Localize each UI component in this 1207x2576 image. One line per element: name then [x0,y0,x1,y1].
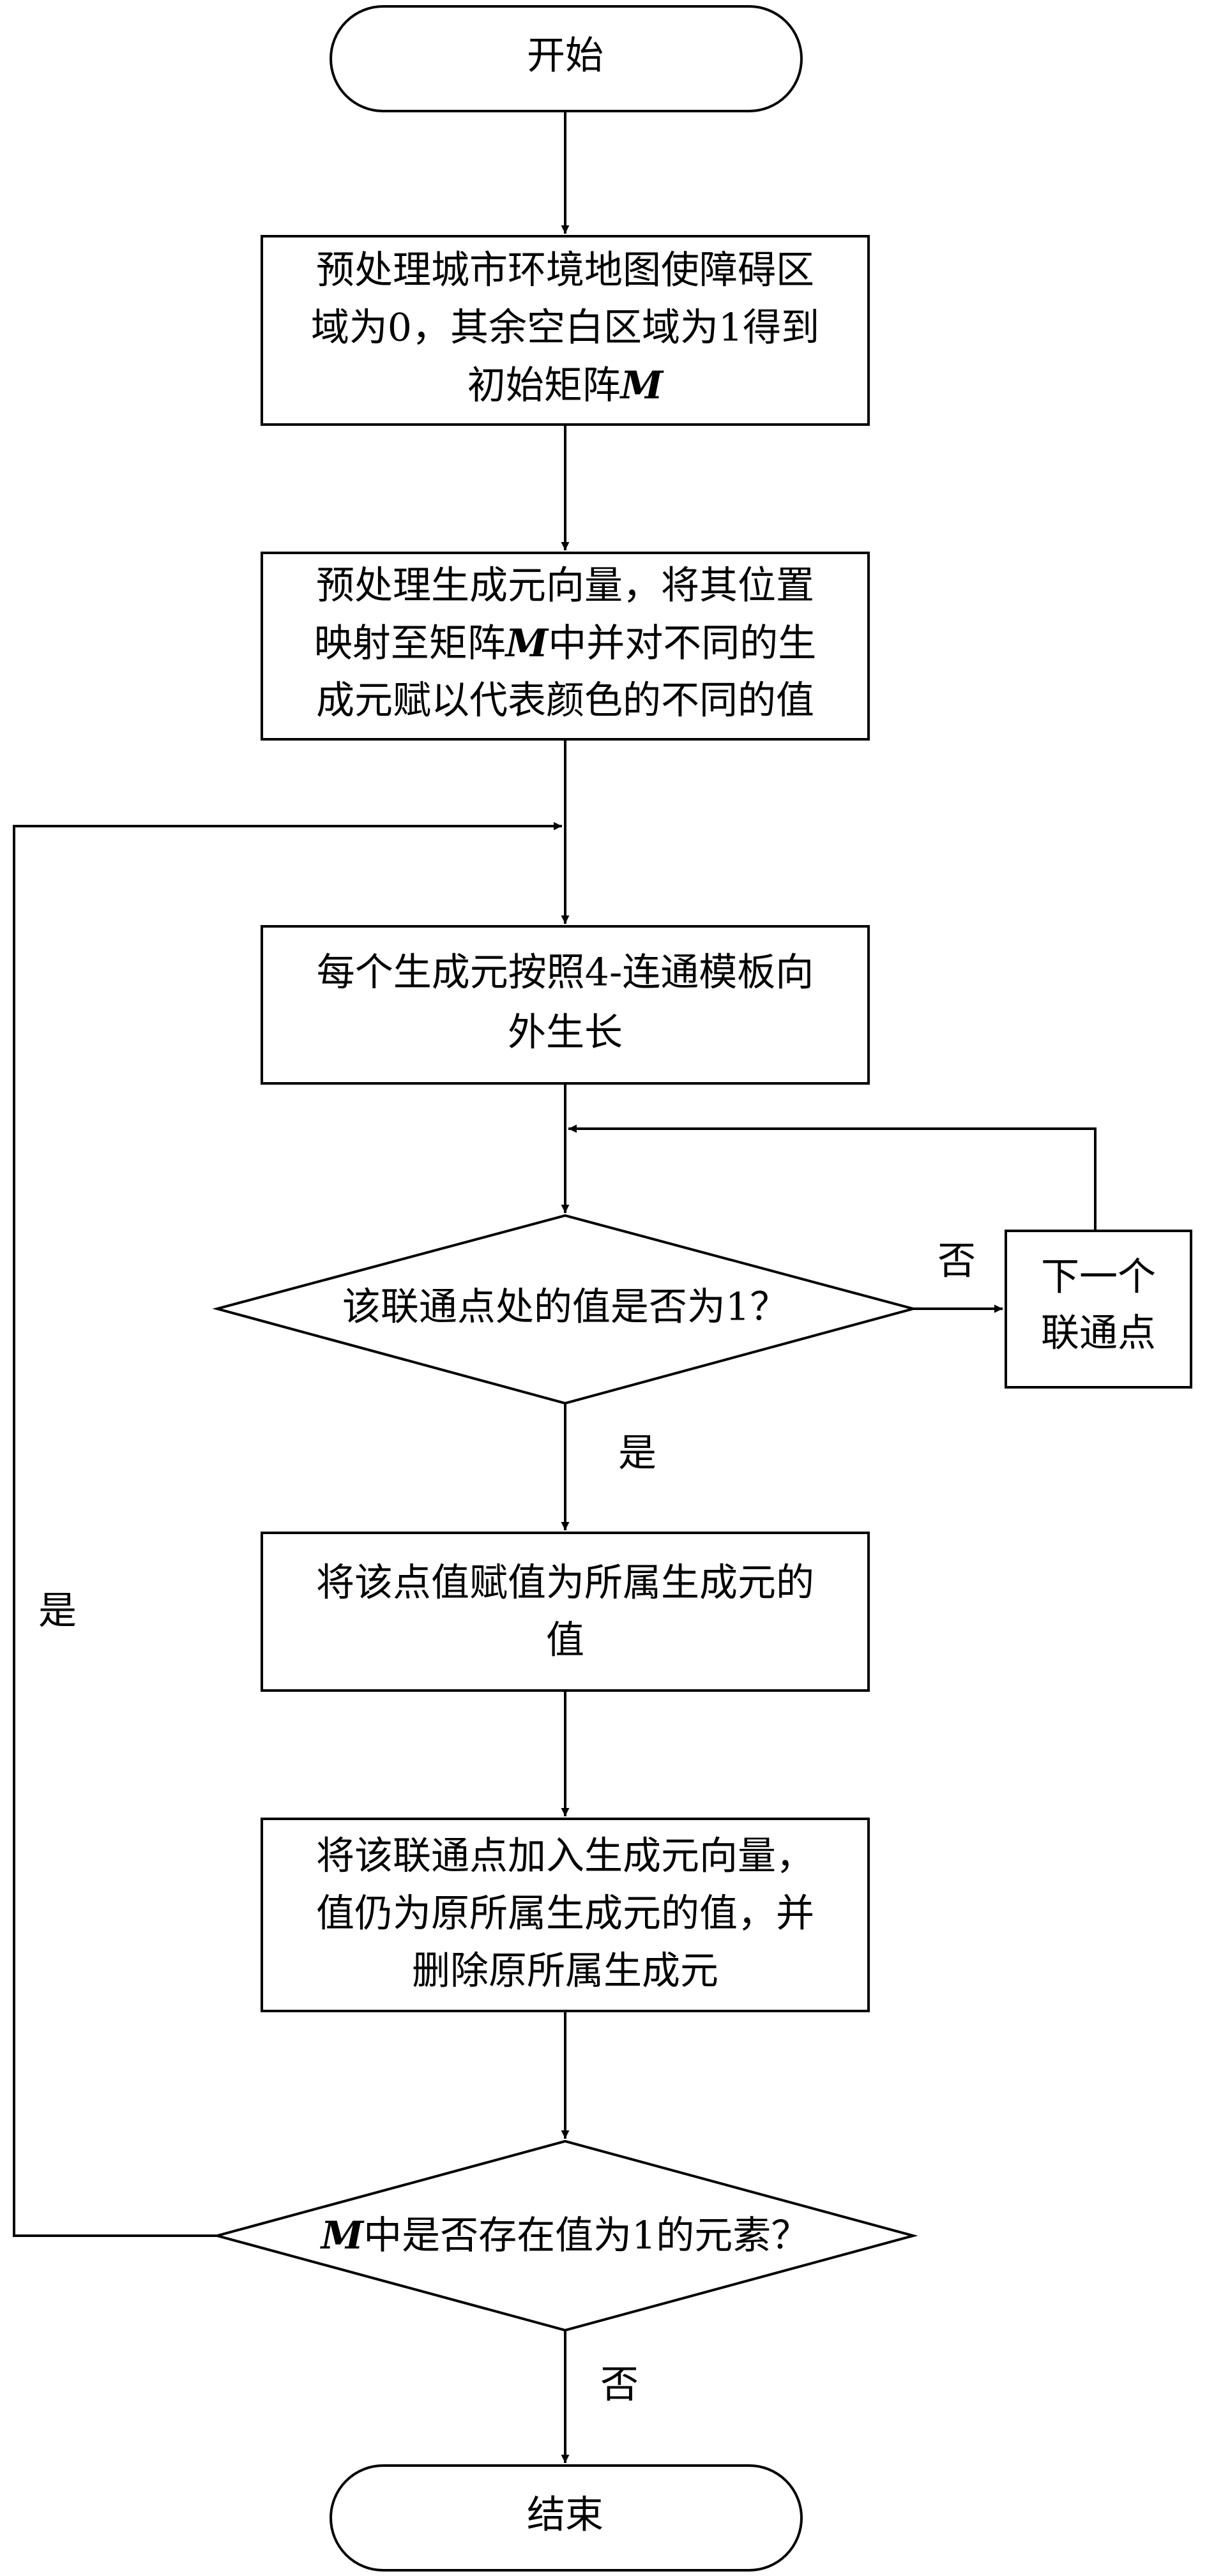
matrix-symbol: M [505,621,549,666]
node-add-point-line-1: 将该联通点加入生成元向量， [316,1834,814,1879]
node-next-point-line-2: 联通点 [1041,1311,1156,1356]
edge-next-point-loop-back [568,1124,1097,1231]
node-next-point-line-1: 下一个 [1041,1255,1156,1300]
node-end: 结束 [330,2464,803,2572]
node-check-value: 该联通点处的值是否为1？ [212,1214,918,1405]
node-assign-value-line-1: 将该点值赋值为所属生成元的 [316,1561,814,1606]
node-preprocess-generators-line-1: 预处理生成元向量，将其位置 [316,564,814,608]
node-grow-line-2: 外生长 [508,1011,623,1055]
node-add-point-line-3: 删除原所属生成元 [412,1949,718,1994]
matrix-symbol: M [619,363,664,408]
edge-check-matrix-loop-back [13,822,562,2237]
node-preprocess-map-line-1: 预处理城市环境地图使障碍区 [316,248,814,293]
node-add-point-line-2: 值仍为原所属生成元的值，并 [316,1892,814,1936]
node-check-value-label: 该联通点处的值是否为1？ [342,1285,788,1330]
node-end-label: 结束 [527,2493,604,2538]
node-grow: 每个生成元按照4-连通模板向 外生长 [261,925,870,1085]
node-preprocess-generators-line-3: 成元赋以代表颜色的不同的值 [316,679,814,723]
node-preprocess-map-line-3: 初始矩阵M [467,363,664,408]
node-preprocess-generators-line-2: 映射至矩阵M中并对不同的生 [314,621,816,666]
node-start: 开始 [330,5,803,112]
label-check-value-no: 否 [938,1239,976,1284]
node-check-matrix: M中是否存在值为1的元素？ [212,2139,918,2332]
edges [13,111,1097,2463]
node-next-point: 下一个 联通点 [1005,1230,1192,1389]
label-check-value-yes: 是 [618,1431,657,1476]
node-preprocess-map-line-2: 域为0，其余空白区域为1得到 [311,306,819,350]
label-check-matrix-no: 否 [600,2363,639,2407]
matrix-symbol: M [320,2213,365,2258]
label-check-matrix-yes: 是 [38,1589,77,1634]
node-check-matrix-label: M中是否存在值为1的元素？ [320,2213,810,2258]
node-assign-value-line-2: 值 [546,1618,584,1663]
node-start-label: 开始 [527,34,604,79]
node-preprocess-generators: 预处理生成元向量，将其位置 映射至矩阵M中并对不同的生 成元赋以代表颜色的不同的… [261,552,870,741]
node-grow-line-1: 每个生成元按照4-连通模板向 [317,951,814,995]
node-add-point: 将该联通点加入生成元向量， 值仍为原所属生成元的值，并 删除原所属生成元 [261,1818,870,2012]
edge-labels: 否 是 是 否 [38,1239,976,2407]
node-assign-value: 将该点值赋值为所属生成元的 值 [261,1532,870,1692]
node-preprocess-map: 预处理城市环境地图使障碍区 域为0，其余空白区域为1得到 初始矩阵M [261,235,870,426]
